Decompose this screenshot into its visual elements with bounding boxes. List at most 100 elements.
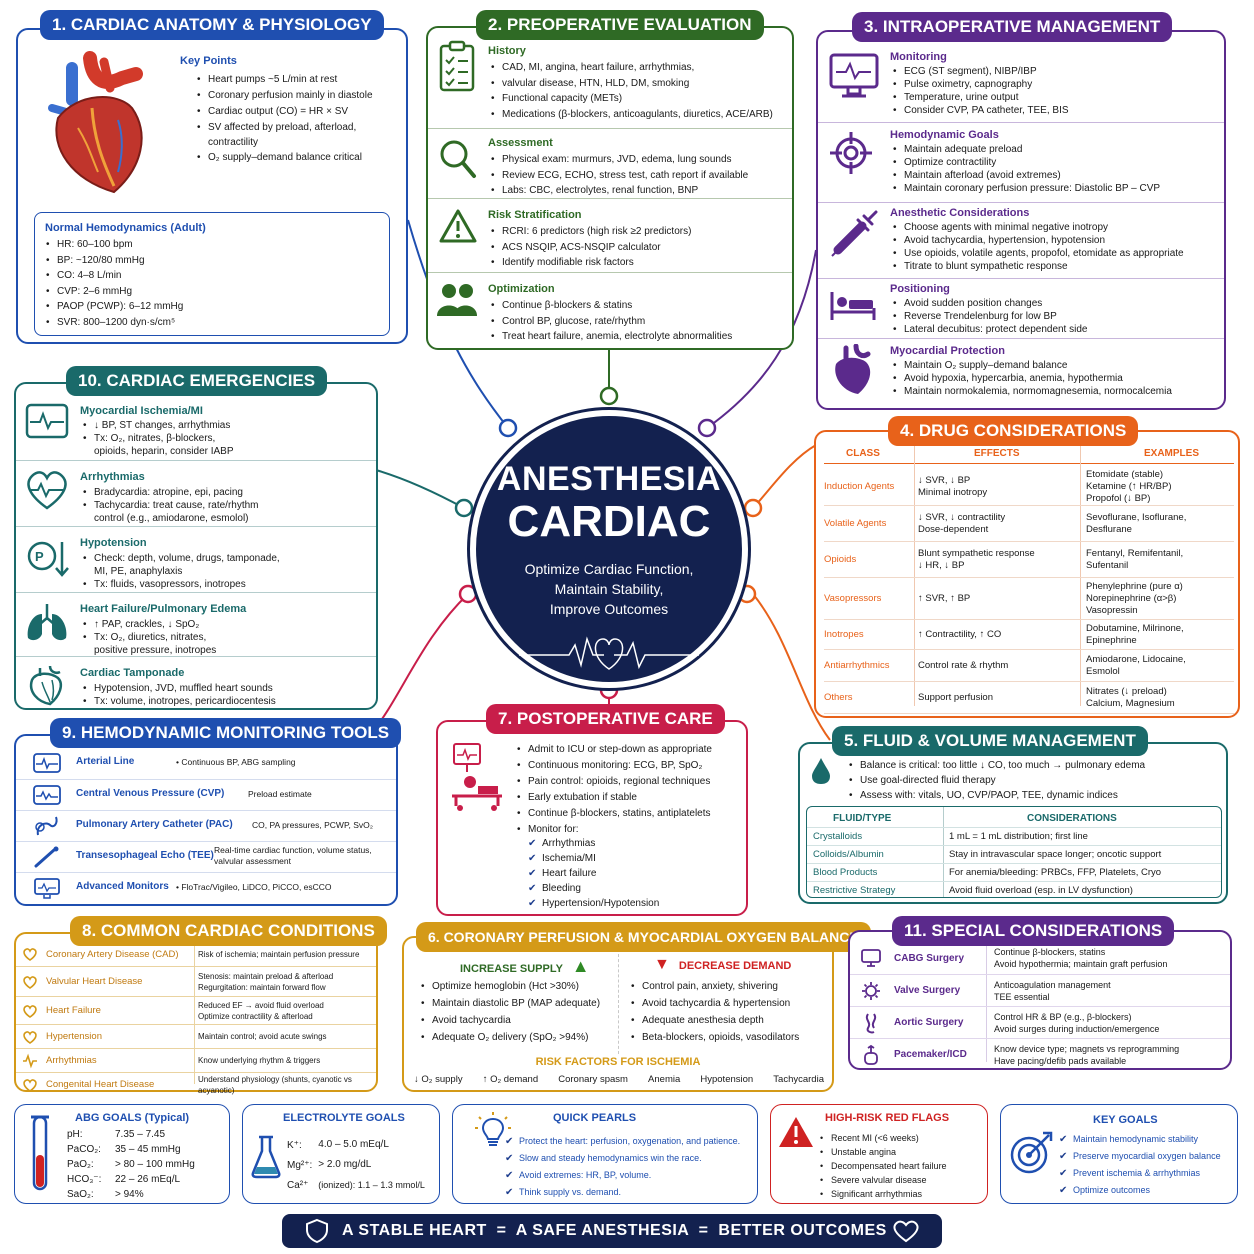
people-icon	[437, 284, 477, 316]
list-item: ↑ PAP, crackles, ↓ SpO₂	[82, 618, 216, 631]
optimization-title: Optimization	[488, 283, 555, 295]
list-item: Avoid hypoxia, hypercarbia, anemia, hypo…	[892, 372, 1172, 385]
electrolyte-title: ELECTROLYTE GOALS	[283, 1112, 405, 1124]
drug-class: Inotropes	[824, 629, 864, 640]
anatomical-heart-icon	[48, 51, 143, 194]
alert-triangle-icon	[779, 1117, 813, 1147]
history-list: CAD, MI, angina, heart failure, arrhythm…	[490, 60, 790, 122]
electrolyte-value: (ionized): 1.1 – 1.3 mmol/L	[318, 1180, 425, 1190]
list-item: Pulse oximetry, capnography	[892, 78, 1069, 91]
risk-factors-row: ↓ O₂ supply ↑ O₂ demand Coronary spasm A…	[414, 1074, 824, 1085]
center-tagline-1: Optimize Cardiac Function,	[524, 561, 694, 577]
risk-stratification-title: Risk Stratification	[488, 209, 582, 221]
cad-heart-icon	[23, 948, 37, 961]
key-goals-title: KEY GOALS	[1093, 1114, 1158, 1126]
list-item: Adequate anesthesia depth	[630, 1012, 799, 1029]
monitoring-tool-row: Transesophageal Echo (TEE)Real-time card…	[16, 841, 396, 872]
list-item: Titrate to blunt sympathetic response	[892, 260, 1184, 273]
key-points-title: Key Points	[180, 55, 237, 67]
monitoring-tool-desc: Real-time cardiac function, volume statu…	[214, 845, 372, 866]
list-item: Treat heart failure, anemia, electrolyte…	[490, 329, 790, 345]
section-1-title: 1. CARDIAC ANATOMY & PHYSIOLOGY	[40, 10, 384, 40]
drug-class: Vasopressors	[824, 593, 882, 604]
section-2-panel: History CAD, MI, angina, heart failure, …	[426, 26, 794, 350]
section-8-panel: Coronary Artery Disease (CAD)Risk of isc…	[14, 932, 378, 1095]
hemodynamic-goals-list: Maintain adequate preload Optimize contr…	[892, 143, 1160, 195]
abg-label: pH:	[67, 1129, 83, 1140]
history-title: History	[488, 45, 526, 57]
risk-factor: ↑ O₂ demand	[482, 1074, 539, 1085]
center-title-line2: CARDIAC	[507, 497, 711, 546]
condition-name: Coronary Artery Disease (CAD)	[46, 948, 179, 960]
drug-examples: Sevoflurane, Isoflurane, Desflurane	[1086, 511, 1187, 535]
risk-factor: Anemia	[648, 1074, 681, 1085]
list-item: SVR: 800–1200 dyn·s/cm⁵	[45, 315, 183, 331]
assessment-title: Assessment	[488, 137, 553, 149]
condition-desc: Know underlying rhythm & triggers	[198, 1056, 321, 1065]
header-considerations: CONSIDERATIONS	[1027, 813, 1117, 824]
valve-heart-icon	[23, 976, 37, 989]
aortic-icon	[865, 1013, 877, 1034]
abg-label: HCO₃⁻:	[67, 1174, 102, 1185]
list-item: Beta-blockers, opioids, vasodilators	[630, 1029, 799, 1046]
list-item: Check: depth, volume, drugs, tamponade, …	[82, 552, 280, 578]
list-item: Heart pumps ~5 L/min at rest	[196, 72, 406, 88]
abg-label: PaO₂:	[67, 1159, 94, 1170]
normal-hemodynamics-box: Normal Hemodynamics (Adult) HR: 60–100 b…	[34, 212, 390, 336]
positioning-list: Avoid sudden position changes Reverse Tr…	[892, 297, 1087, 336]
condition-desc: Stenosis: maintain preload & afterload R…	[198, 971, 334, 992]
section-3-panel: Monitoring ECG (ST segment), NIBP/IBP Pu…	[816, 30, 1226, 410]
drug-class: Others	[824, 692, 853, 703]
target-icon	[830, 132, 872, 174]
condition-desc: Maintain control; avoid acute swings	[198, 1032, 327, 1041]
list-item: Maintain normokalemia, normomagnesemia, …	[892, 385, 1172, 398]
arrow-up-icon: ▲	[571, 956, 590, 976]
special-name: Valve Surgery	[894, 985, 961, 996]
emergency-1-list: ↓ BP, ST changes, arrhythmias Tx: O₂, ni…	[82, 419, 234, 458]
fluid-type: Colloids/Albumin	[813, 849, 884, 860]
center-tagline-2: Maintain Stability,	[554, 581, 664, 597]
fluid-type: Restrictive Strategy	[813, 885, 896, 896]
myocardial-protection-title: Myocardial Protection	[890, 345, 1005, 357]
goal-item: Optimize outcomes	[1059, 1182, 1221, 1199]
electrolyte-value: > 2.0 mg/dL	[318, 1159, 372, 1170]
list-item: Significant arrhythmias	[819, 1187, 947, 1201]
section-2-title: 2. PREOPERATIVE EVALUATION	[476, 10, 764, 40]
list-item: Avoid sudden position changes	[892, 297, 1087, 310]
list-item: Medications (β-blockers, anticoagulants,…	[490, 107, 790, 123]
drug-effects: ↓ SVR, ↓ BP Minimal inotropy	[918, 474, 988, 498]
list-item: Optimize contractility	[892, 156, 1160, 169]
emergency-3-title: Hypotension	[80, 537, 147, 549]
center-title-line1: ANESTHESIA	[496, 460, 722, 498]
section-5-title: 5. FLUID & VOLUME MANAGEMENT	[832, 726, 1148, 756]
risk-factor: Hypotension	[700, 1074, 754, 1085]
anesthetic-considerations-title: Anesthetic Considerations	[890, 207, 1030, 219]
drug-examples: Amiodarone, Lidocaine, Esmolol	[1086, 653, 1186, 677]
list-item: RCRI: 6 predictors (high risk ≥2 predict…	[490, 224, 790, 240]
test-tube-icon	[31, 1115, 49, 1191]
section-3-title: 3. INTRAOPERATIVE MANAGEMENT	[852, 12, 1173, 42]
monitoring-tool-desc: • FloTrac/Vigileo, LiDCO, PiCCO, esCCO	[176, 882, 332, 892]
condition-row: Coronary Artery Disease (CAD)Risk of isc…	[16, 942, 376, 966]
drug-table-header: CLASS EFFECTS EXAMPLES	[824, 444, 1234, 464]
shield-icon	[306, 1218, 328, 1244]
key-points-list: Heart pumps ~5 L/min at rest Coronary pe…	[196, 72, 406, 166]
fluid-type: Blood Products	[813, 867, 878, 878]
list-item: Physical exam: murmurs, JVD, edema, lung…	[490, 152, 790, 168]
condition-desc: Reduced EF → avoid fluid overload Optimi…	[198, 1000, 324, 1021]
list-item: Unstable angina	[819, 1145, 947, 1159]
list-item: PAOP (PCWP): 6–12 mmHg	[45, 299, 183, 315]
condition-name: Arrhythmias	[46, 1055, 97, 1066]
list-item: Temperature, urine output	[892, 91, 1069, 104]
emergency-4-title: Heart Failure/Pulmonary Edema	[80, 603, 247, 615]
header-class: CLASS	[846, 448, 880, 459]
optimization-list: Continue β-blockers & statins Control BP…	[490, 298, 790, 345]
pearl-item: Avoid extremes: HR, BP, volume.	[505, 1167, 740, 1184]
postop-list: Admit to ICU or step-down as appropriate…	[516, 742, 746, 838]
table-row: HCO₃⁻:22 – 26 mEq/L	[67, 1172, 201, 1187]
drug-row: Volatile Agents↓ SVR, ↓ contractility Do…	[824, 506, 1234, 542]
